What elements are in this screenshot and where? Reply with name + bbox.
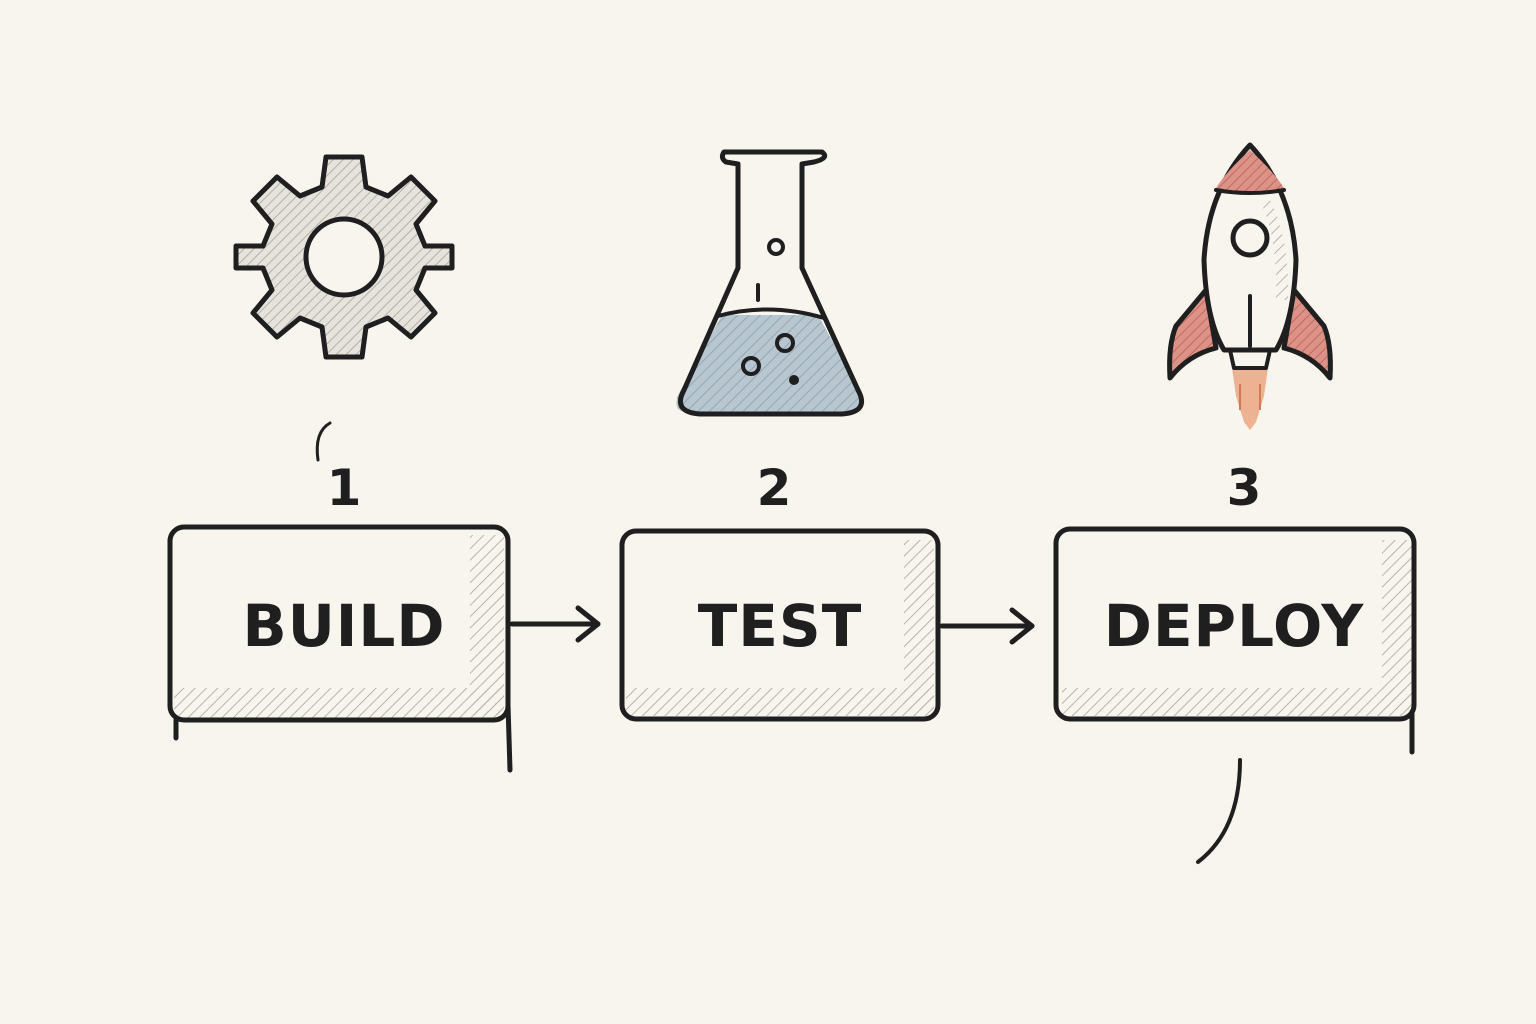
arrow-build-to-test <box>509 605 601 643</box>
step-test: 2 TEST <box>619 149 941 722</box>
step-box-test: TEST <box>619 528 941 722</box>
step-label-build: BUILD <box>243 592 446 660</box>
arrow-test-to-deploy <box>939 607 1035 645</box>
step-box-build: BUILD <box>167 524 513 773</box>
rocket-icon <box>1167 142 1333 430</box>
step-number-3: 3 <box>1227 459 1262 517</box>
step-number-1: 1 <box>327 459 362 517</box>
step-number-2: 2 <box>757 459 792 517</box>
step-deploy: 3 DEPLOY <box>1053 142 1417 864</box>
step-label-test: TEST <box>698 592 863 660</box>
step-label-deploy: DEPLOY <box>1104 592 1364 660</box>
step-build: 1 BUILD <box>167 154 513 773</box>
flask-icon <box>676 149 864 417</box>
gear-icon <box>233 154 455 360</box>
step-box-deploy: DEPLOY <box>1053 526 1417 755</box>
